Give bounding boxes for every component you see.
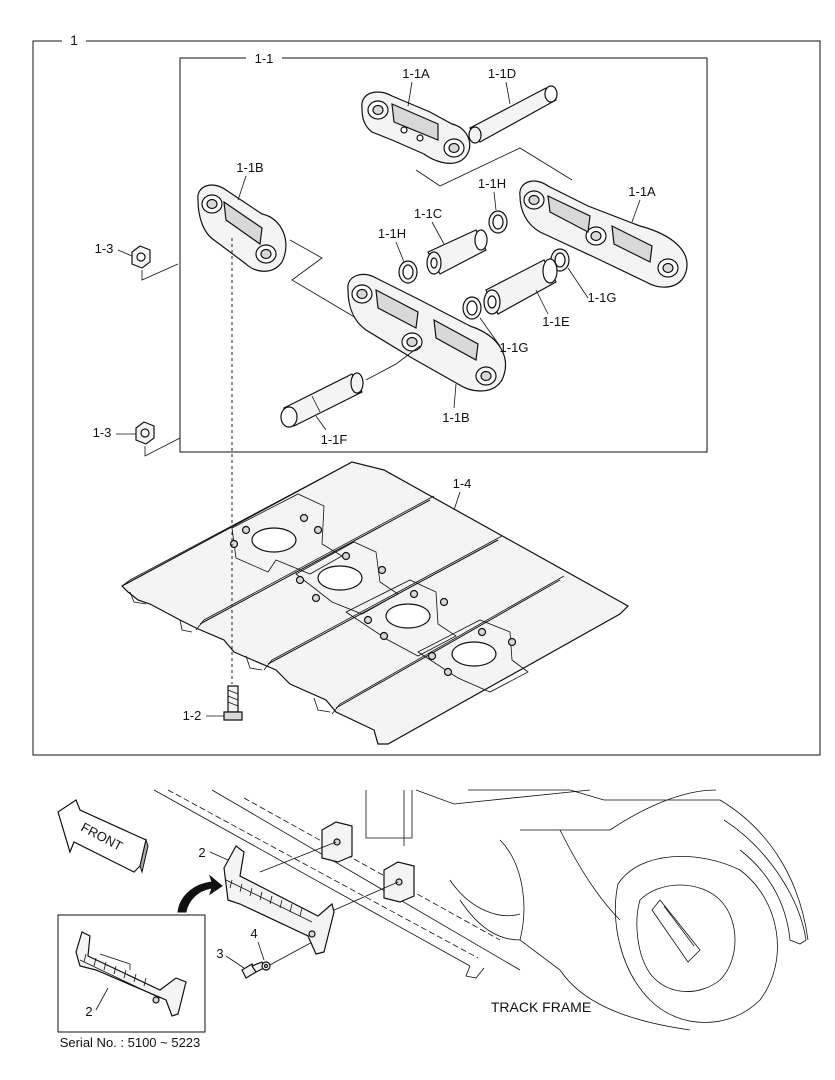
label-link-1-1b-left: 1-1B [236,160,263,175]
label-bolt-3: 3 [216,946,223,961]
link-1-1a-right [519,180,688,288]
link-1-1a-top [361,91,471,164]
bushing-1-1c [426,229,488,275]
inset-frame [57,914,206,1033]
label-link-1-1a-top: 1-1A [402,66,430,81]
label-guard-2: 2 [198,845,205,860]
label-pin-1-1d: 1-1D [488,66,516,81]
link-1-1b-lower [347,273,507,392]
label-washer-4: 4 [250,926,257,941]
label-link-1-1a-right: 1-1A [628,184,656,199]
label-bushing-1-1e: 1-1E [542,314,570,329]
front-arrow-icon: FRONT [57,799,149,874]
assembly-label: 1 [70,32,78,48]
pin-1-1d [468,85,558,144]
serial-number: Serial No. : 5100 ~ 5223 [60,1035,201,1050]
label-bolt-1-2: 1-2 [183,708,202,723]
nut-1-3-upper [131,245,151,269]
assembly-leader [415,147,573,187]
pin-leader [365,345,421,381]
seal-1-1g-lower [462,296,482,320]
seal-1-1h-upper [488,210,508,234]
washer-4 [261,961,271,971]
nut-lower-leader [144,437,181,457]
guard-2 [223,845,335,955]
track-shoe-1-4 [121,461,629,745]
label-bushing-1-1c: 1-1C [414,206,442,221]
label-seal-1-1g-lower: 1-1G [500,340,529,355]
bolt-1-2 [223,685,243,721]
label-nut-1-3-upper: 1-3 [95,241,114,256]
label-shoe-1-4: 1-4 [453,476,472,491]
guard-leader-1 [259,841,337,873]
bolt-3 [241,961,265,979]
label-seal-1-1h-lower: 1-1H [378,226,406,241]
nut-1-3-lower [135,421,155,445]
label-link-1-1b-lower: 1-1B [442,410,469,425]
track-frame [153,789,809,1031]
link-1-1b-left [197,184,287,272]
assembly-frame [32,40,821,756]
label-seal-1-1h-upper: 1-1H [478,176,506,191]
label-pin-1-1f: 1-1F [321,432,348,447]
nut-upper-leader [141,263,179,281]
label-guard-2-inset: 2 [85,1004,92,1019]
subassembly-label: 1-1 [255,51,274,66]
subassembly-frame [179,57,708,453]
bushing-1-1e [483,258,558,315]
label-track-frame: TRACK FRAME [491,999,591,1015]
guard-leader-3 [267,939,317,967]
pin-1-1f [280,372,364,428]
guard-2-inset [75,931,187,1017]
rotate-arrow-icon [177,874,223,913]
label-seal-1-1g-right: 1-1G [588,290,617,305]
seal-1-1h-lower [398,260,418,284]
link-leader-left [289,239,357,319]
label-nut-1-3-lower: 1-3 [93,425,112,440]
